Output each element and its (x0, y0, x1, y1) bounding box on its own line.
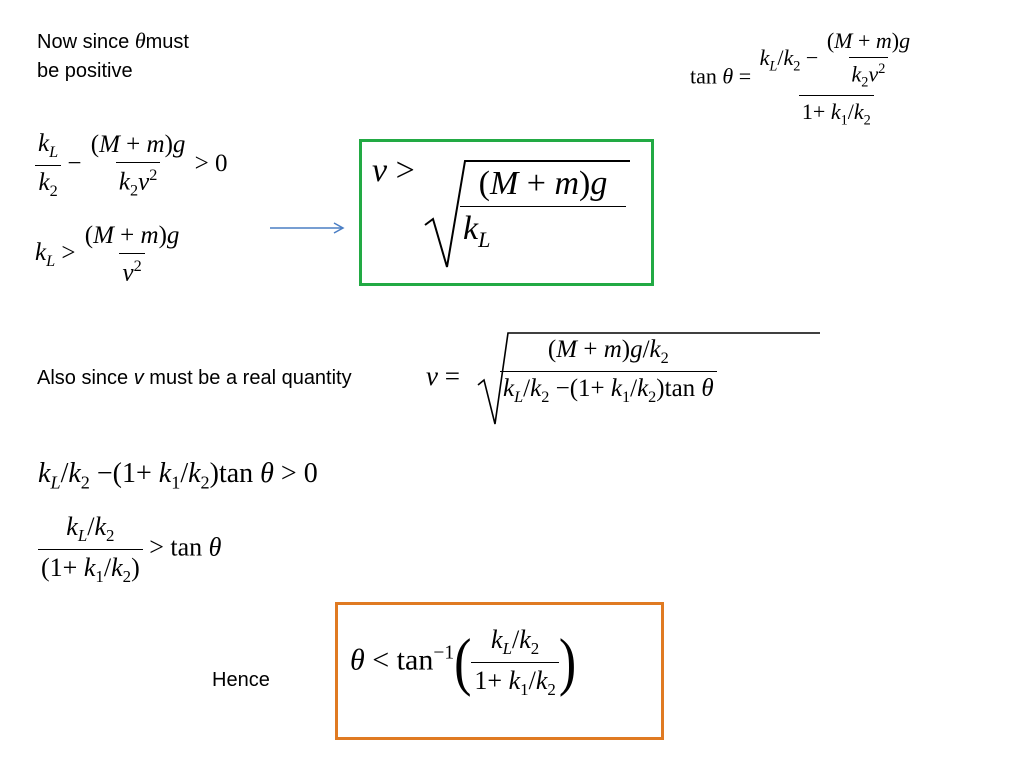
green-result-box (359, 139, 654, 286)
inequality-3: kL/k2 −(1+ k1/k2)tan θ > 0 (38, 458, 318, 493)
sqrt-icon-2 (477, 332, 820, 425)
also-since-text: Also since v must be a real quantity (37, 367, 352, 389)
velocity-fraction: (M + m)g kL (460, 165, 626, 253)
orange-result-box (335, 602, 664, 740)
inequality-2: kL > (M + m)g v2 (35, 222, 180, 287)
intro-text: Now since θmust be positive (37, 28, 189, 82)
tan-theta-formula: tan θ = kL/k2 − (M + m)g k2v2 1+ k1/k2 (690, 28, 911, 129)
v-fraction: (M + m)g/k2 kL/k2 −(1+ k1/k2)tan θ (500, 336, 717, 407)
arrow-icon (270, 222, 345, 234)
hence-label: Hence (212, 669, 270, 691)
v-equation: v = (426, 361, 460, 391)
sqrt-icon (424, 160, 630, 268)
theta-result: θ < tan−1( kL/k2 1+ k1/k2 ) (350, 625, 577, 700)
inequality-1: kL k2 − (M + m)g k2v2 > 0 (35, 130, 228, 201)
velocity-condition: v > (372, 152, 415, 189)
inequality-4: kL/k2 (1+ k1/k2) > tan θ (38, 512, 221, 587)
